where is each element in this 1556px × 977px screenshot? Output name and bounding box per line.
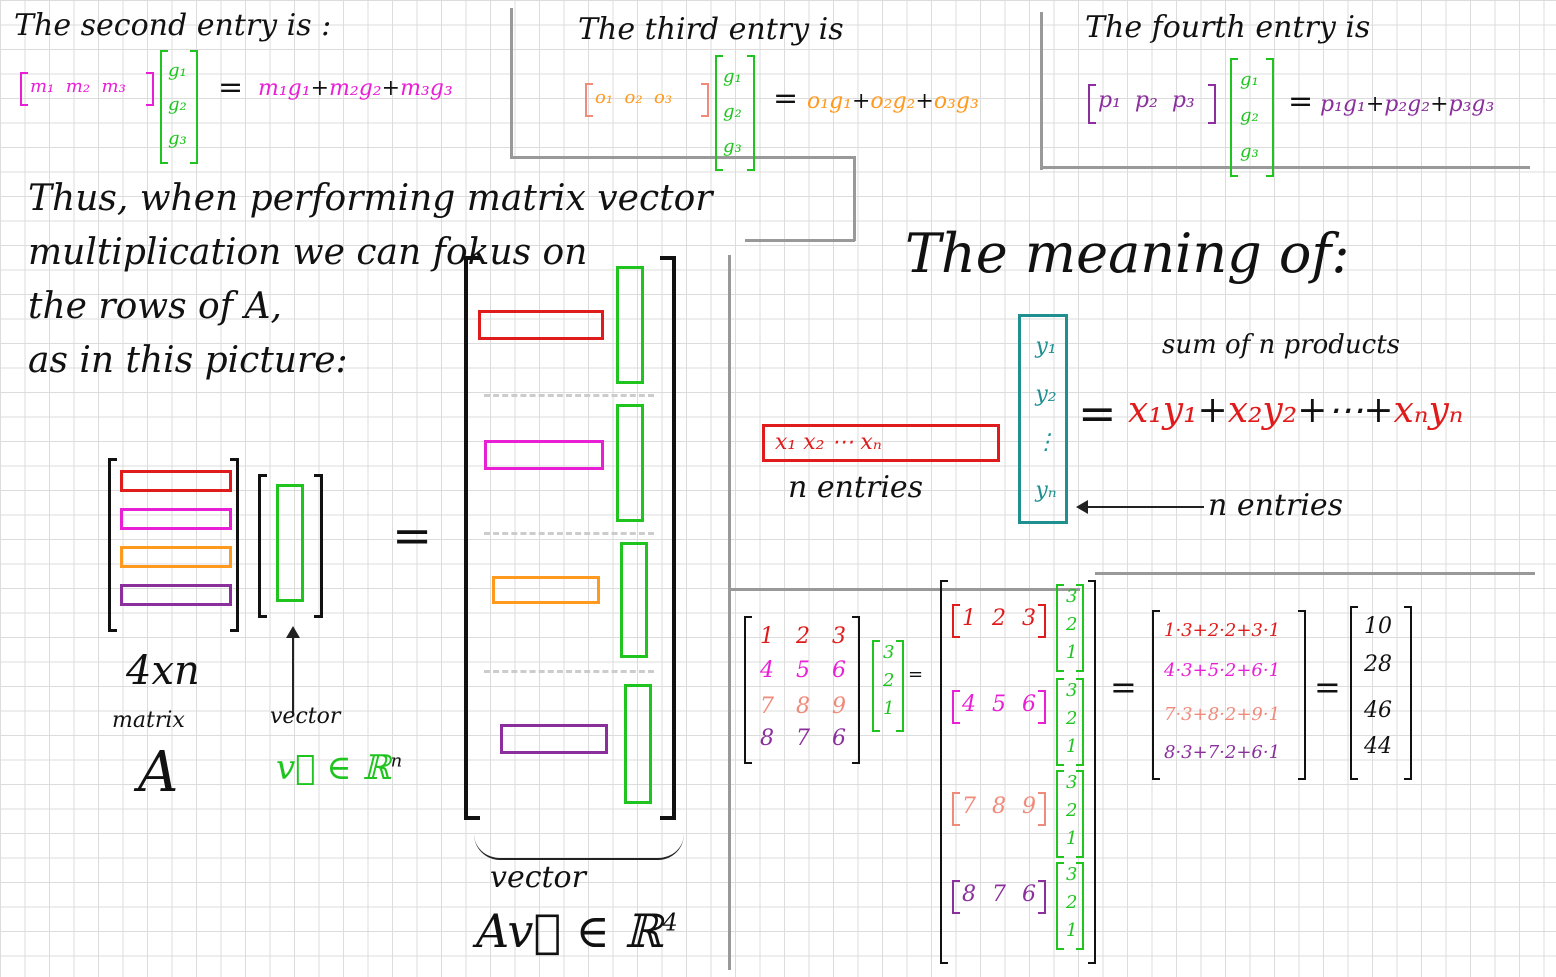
second-entry-sum: m₁g₁+m₂g₂+m₃g₃ [258,76,453,101]
heading-meaning-of: The meaning of: [905,222,1350,285]
separator-line [1040,166,1530,169]
row-vector-p: p₁ p₂ p₃ [1098,88,1195,113]
example-equals: = [908,664,924,685]
example-vector: 3 2 1 [872,640,908,732]
heading-fourth-entry: The fourth entry is [1085,10,1371,45]
separator-line [728,255,731,970]
diagram-equals: = [392,508,433,564]
result-row-1-vector [616,266,644,384]
vector-column [276,484,304,602]
example-matrix: 1 2 3 4 5 6 7 8 9 8 7 6 [744,616,864,764]
result-word-label: vector [490,860,586,895]
example-equals: = [1110,668,1137,706]
equals-sign: = [218,70,244,105]
product-row-3: 7·3+8·2+9·1 [1164,704,1281,725]
example-row-expansion: 1 2 3 3 2 1 4 5 6 3 2 1 7 8 9 3 2 1 8 7 … [940,580,1100,966]
result-row-4-bar [500,724,608,754]
vector-v-diagram [258,474,324,618]
equals-sign: = [773,81,799,116]
equals-sign: = [1288,84,1314,119]
row-vector-x: x₁ x₂ ⋯ xₙ [762,424,1000,462]
separator-line [730,588,1080,591]
separator-line [745,239,855,242]
result-row-1-bar [478,310,604,340]
example-equals: = [1314,668,1341,706]
matrix-name-label: A [138,740,179,805]
result-value-1: 10 [1364,614,1392,639]
row-vector-m: m₁ m₂ m₃ [30,76,126,97]
separator-line [1040,12,1043,170]
underbrace [474,834,684,860]
result-value-4: 44 [1364,734,1392,759]
result-row-3-vector [620,542,648,658]
explanation-text: Thus, when performing matrix vector mult… [28,178,713,381]
matrix-row-2 [120,508,232,530]
dot-product-equals: = [1078,386,1117,440]
result-row-4-vector [624,684,652,804]
result-value-3: 46 [1364,698,1392,723]
example-result: 10 28 46 44 [1350,606,1418,782]
column-vector-caption: n entries [1208,488,1344,523]
result-value-2: 28 [1364,652,1392,677]
row-vector-o: o₁ o₂ o₃ [595,87,673,108]
product-row-1: 1·3+2·2+3·1 [1164,620,1281,641]
dot-product-sum: x₁y₁+x₂y₂+⋯+xₙyₙ [1128,390,1464,431]
separator-line [510,8,513,158]
result-vector-diagram [464,256,682,820]
arrow-up-icon [286,626,300,638]
example-products: 1·3+2·2+3·1 4·3+5·2+6·1 7·3+8·2+9·1 8·3+… [1152,610,1312,782]
matrix-a-diagram [108,458,240,632]
product-row-2: 4·3+5·2+6·1 [1164,660,1281,681]
result-row-2-vector [616,404,644,522]
result-space-label: Av⃗ ∈ ℝ4 [476,904,678,958]
product-row-4: 8·3+7·2+6·1 [1164,742,1281,763]
dashed-divider [484,670,654,673]
third-entry-sum: o₁g₁+o₂g₂+o₃g₃ [807,89,979,114]
vector-arrow [286,626,300,716]
matrix-row-3 [120,546,232,568]
arrow-left-icon [1076,500,1206,514]
separator-line [853,156,856,241]
vector-space-label: v⃗ ∈ ℝn [276,748,403,788]
matrix-row-4 [120,584,232,606]
matrix-word-label: matrix [112,708,185,733]
result-row-3-bar [492,576,600,604]
separator-line [1095,572,1535,575]
row-vector-caption: n entries [788,470,924,505]
column-vector-y: y₁ y₂ ⋮ yₙ [1018,314,1068,524]
fourth-entry-sum: p₁g₁+p₂g₂+p₃g₃ [1320,92,1495,117]
heading-second-entry: The second entry is : [14,8,332,43]
vector-word-label: vector [270,704,341,729]
matrix-row-1 [120,470,232,492]
sum-caption: sum of n products [1162,330,1401,360]
separator-line [510,156,855,159]
matrix-size-label: 4xn [126,648,200,694]
result-row-2-bar [484,440,604,470]
heading-third-entry: The third entry is [578,12,844,47]
dashed-divider [484,394,654,397]
dashed-divider [484,532,654,535]
